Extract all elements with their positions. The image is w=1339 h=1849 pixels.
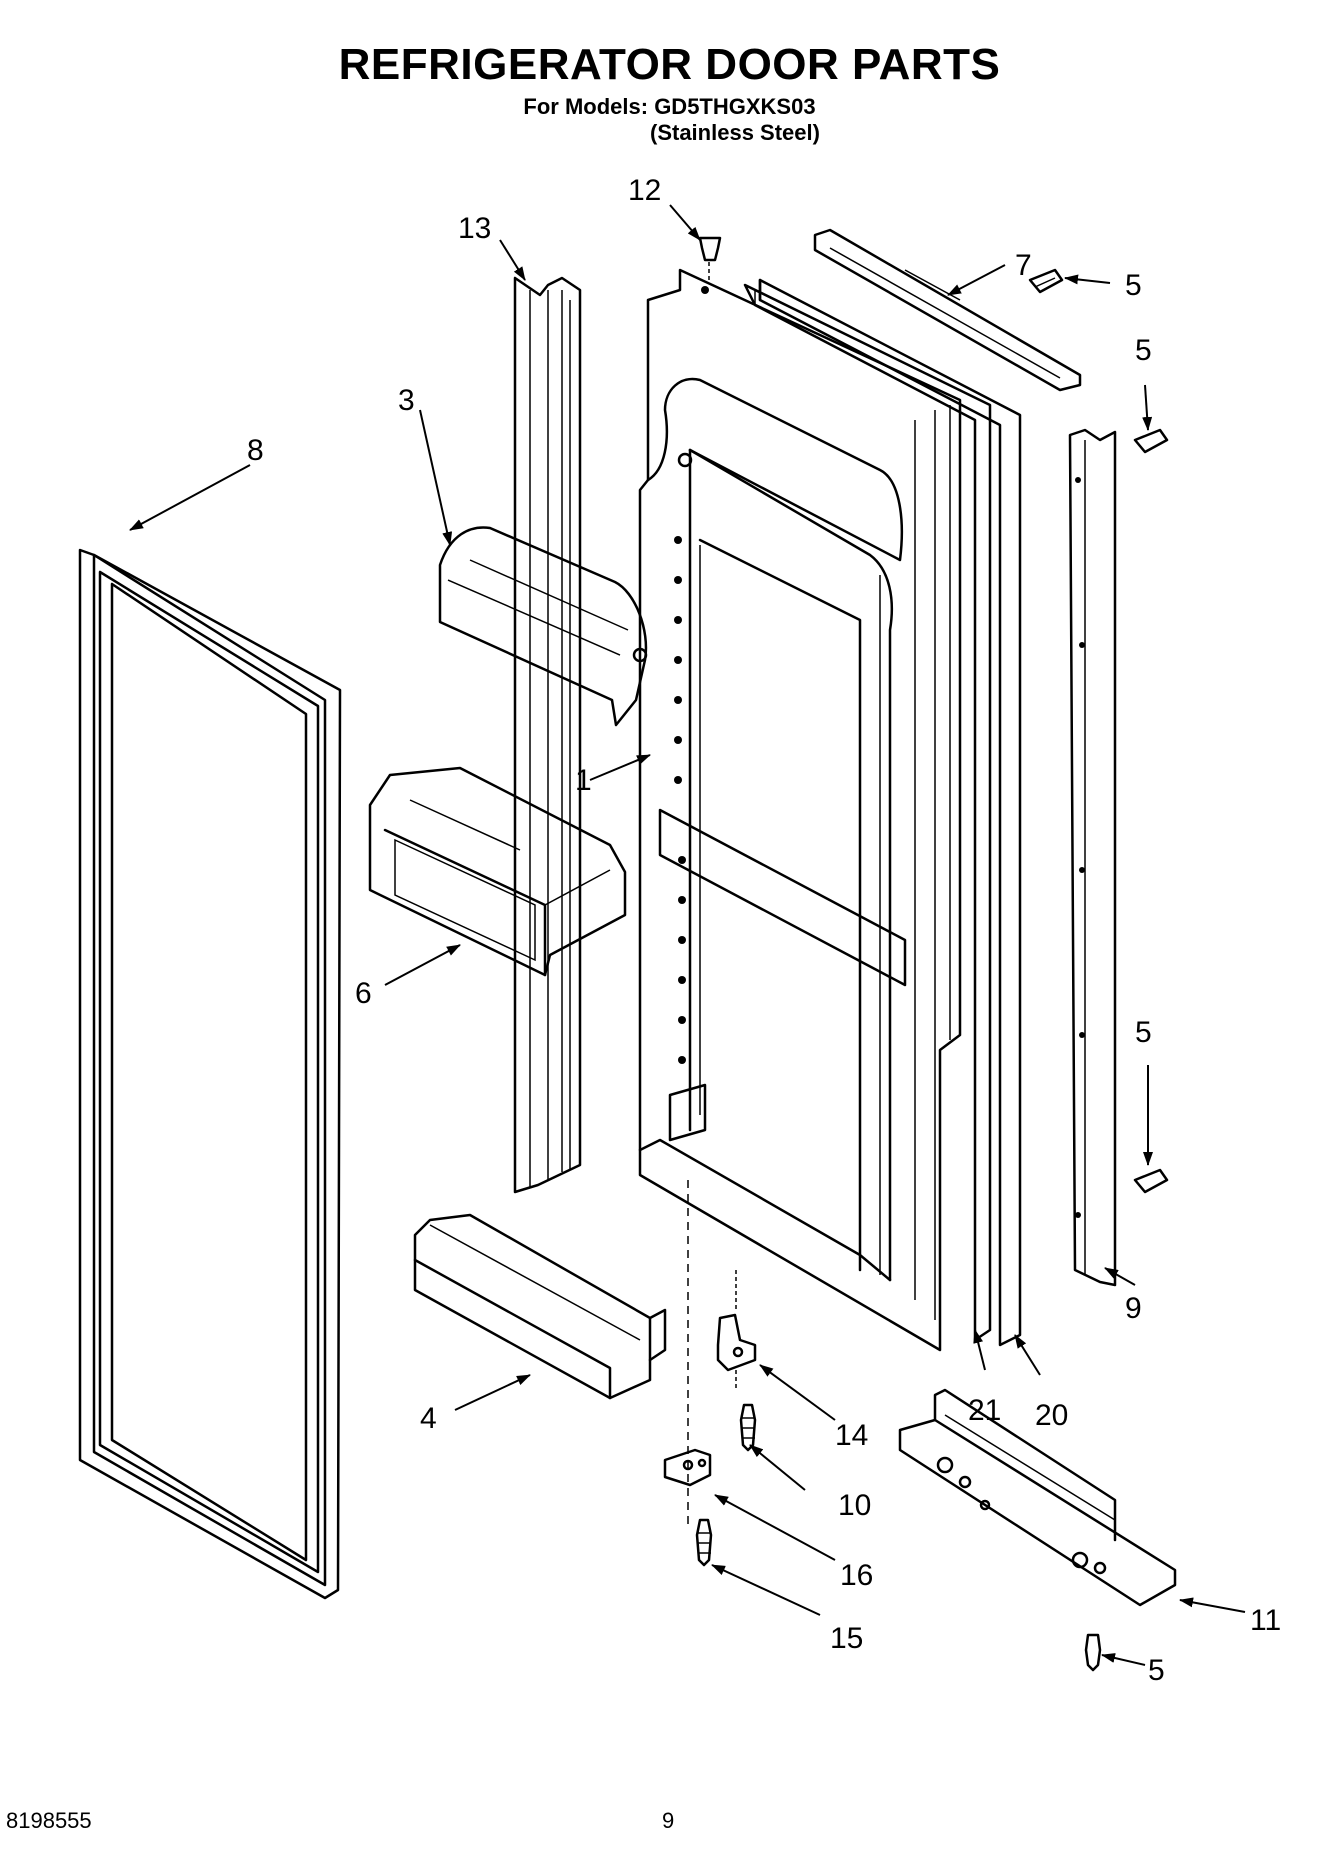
- screw-part-5-bottom: [1084, 1633, 1102, 1672]
- page-title: REFRIGERATOR DOOR PARTS: [338, 40, 1001, 89]
- door-gasket-part-8: [78, 548, 342, 1600]
- bottom-door-bin-part-4: [413, 1213, 667, 1400]
- dairy-door-part-3: [438, 526, 648, 727]
- callout-5d: 5: [1148, 1654, 1165, 1687]
- callout-1: 1: [575, 764, 592, 797]
- callout-10: 10: [838, 1489, 871, 1522]
- callout-12: 12: [628, 174, 661, 207]
- callout-20: 20: [1035, 1399, 1068, 1432]
- hinge-pin-part-12: [698, 236, 722, 282]
- door-liner-part-1: [638, 268, 962, 1352]
- models-line: For Models: GD5THGXKS03: [523, 94, 816, 119]
- screw-part-5-top: [1028, 268, 1064, 294]
- callout-leaders: [129, 204, 1246, 1666]
- callout-5c: 5: [1135, 1016, 1152, 1049]
- callout-9: 9: [1125, 1292, 1142, 1325]
- hinge-plate-part-11: [898, 1388, 1177, 1607]
- outer-door-panel-part-20: [758, 278, 1022, 1347]
- document-number: 8198555: [6, 1808, 92, 1833]
- callout-6: 6: [355, 977, 372, 1010]
- callout-7: 7: [1015, 249, 1032, 282]
- callout-11: 11: [1250, 1604, 1281, 1637]
- callout-16: 16: [840, 1559, 873, 1592]
- screw-part-5-upper-side: [1133, 428, 1169, 454]
- page-number: 9: [662, 1808, 675, 1833]
- callout-5a: 5: [1125, 269, 1142, 302]
- callout-labels: 8 3 13 12 7 5 5 5 9 1 6 4 21 20 14 10 16…: [247, 174, 1281, 1687]
- door-panel-frame-part-21: [743, 283, 992, 1342]
- callout-21: 21: [968, 1394, 1001, 1427]
- top-trim-part-7: [813, 228, 1082, 392]
- screw-part-5-lower-side: [1133, 1168, 1169, 1194]
- side-trim-part-9: [1068, 428, 1117, 1287]
- callout-5b: 5: [1135, 334, 1152, 367]
- callout-13: 13: [458, 212, 491, 245]
- callout-4: 4: [420, 1402, 437, 1435]
- finish-line: (Stainless Steel): [650, 120, 820, 145]
- callout-8: 8: [247, 434, 264, 467]
- screw-part-10: [739, 1403, 757, 1452]
- door-shelf-bin-part-6: [368, 766, 627, 977]
- callout-3: 3: [398, 384, 415, 417]
- hinge-pin-part-14: [716, 1270, 757, 1390]
- callout-15: 15: [830, 1622, 863, 1655]
- screw-part-15: [695, 1518, 713, 1567]
- callout-14: 14: [835, 1419, 868, 1452]
- door-rail-part-13: [513, 276, 582, 1194]
